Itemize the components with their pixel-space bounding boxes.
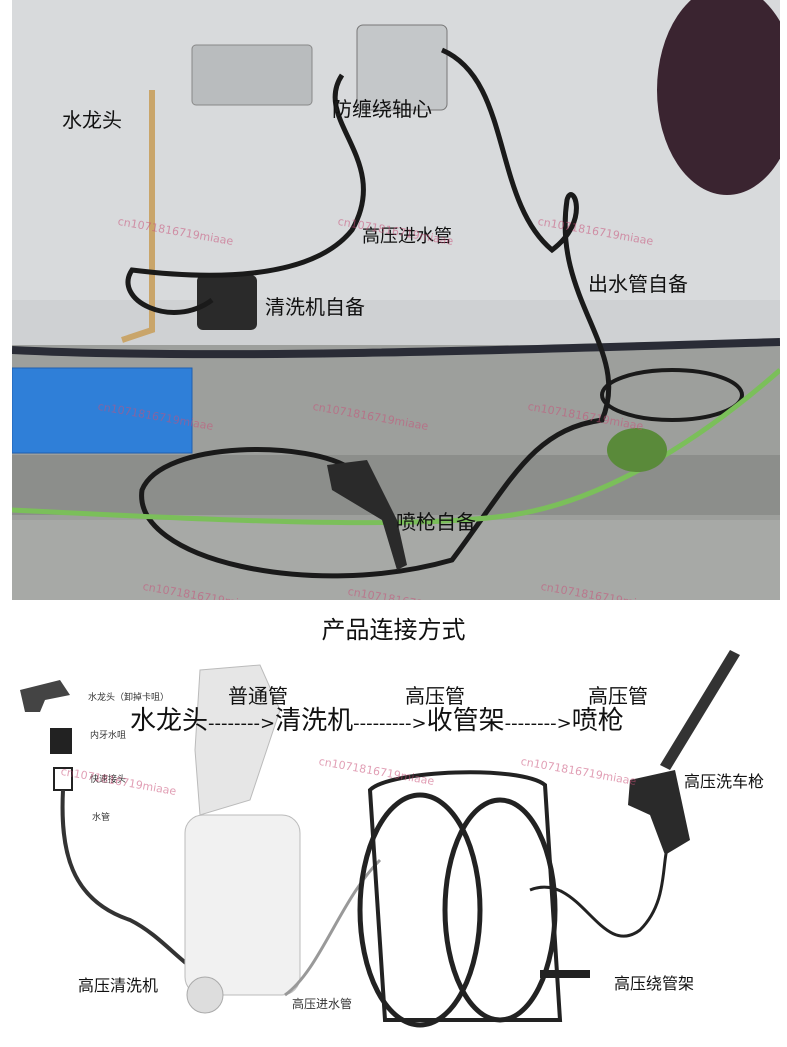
weed	[607, 428, 667, 472]
flow-arrow-2: --------->	[353, 713, 427, 734]
label-hp-inlet: 高压进水管	[362, 226, 452, 247]
flow-faucet: 水龙头	[130, 706, 209, 736]
flow-arrow-1: -------->	[208, 713, 276, 734]
diagram-title: 产品连接方式	[321, 616, 466, 644]
washer-wheel-drawing	[186, 976, 224, 1014]
diagram-illustration	[20, 650, 740, 1028]
faucet-pipe	[121, 90, 155, 343]
gun-body-drawing	[628, 770, 690, 855]
connection-diagram: 产品连接方式 普通管 高压管 高压管 水龙头-------->清洗机------…	[0, 600, 787, 1047]
flow-line: 水龙头-------->清洗机--------->收管架-------->喷枪	[130, 700, 624, 737]
green-hose	[12, 368, 780, 526]
label-anti-tangle: 防缠绕轴心	[332, 97, 432, 121]
photo-illustration	[12, 0, 780, 600]
label-faucet: 水龙头	[62, 108, 122, 132]
installation-photo: 水龙头 防缠绕轴心 高压进水管 清洗机自备 出水管自备 喷枪自备 cn10718…	[12, 0, 780, 600]
label-outlet-self: 出水管自备	[588, 272, 688, 296]
label-washer-self: 清洗机自备	[265, 295, 365, 319]
label-washer-name: 高压清洗机	[78, 976, 159, 995]
part-inner-tooth: 内牙水咀	[90, 731, 127, 741]
washer-unit	[197, 275, 257, 330]
inlet-hose	[125, 73, 366, 315]
washer-body-drawing	[184, 814, 301, 996]
reel-wheel-left	[357, 792, 483, 1028]
label-car-gun: 高压洗车枪	[684, 772, 765, 791]
flow-arrow-3: -------->	[504, 713, 572, 734]
reel-crank-drawing	[540, 970, 590, 978]
washer-handle-drawing	[194, 664, 281, 816]
faucet-drawing	[20, 680, 70, 712]
spray-gun	[327, 460, 407, 570]
reel-frame-drawing	[367, 770, 563, 1022]
pipe-label-hp2: 高压管	[588, 684, 648, 708]
gun-lance-drawing	[660, 650, 740, 770]
label-reel: 高压绕管架	[614, 974, 695, 993]
wall-base	[12, 300, 780, 350]
wall-reel	[356, 24, 448, 111]
flow-gun: 喷枪	[571, 706, 624, 736]
part-quick-joint: 快速接头	[90, 775, 127, 785]
reel-hose-drawing	[529, 839, 672, 938]
hose-coil	[600, 368, 744, 422]
wall-bracket	[191, 44, 313, 106]
pipe-label-normal: 普通管	[228, 684, 288, 708]
part-water-pipe: 水管	[92, 813, 111, 823]
blue-crate	[12, 367, 193, 454]
label-inlet-pipe: 高压进水管	[292, 997, 353, 1011]
part-faucet-note: 水龙头（卸掉卡咀）	[88, 693, 170, 703]
inner-tooth-drawing	[50, 728, 72, 754]
outlet-hose	[139, 47, 612, 579]
reel-wheel-right	[442, 797, 558, 1023]
ground-pipe	[12, 338, 780, 359]
flow-rack: 收管架	[426, 706, 505, 736]
bush	[657, 0, 780, 195]
pipe-label-hp1: 高压管	[405, 684, 465, 708]
inlet-pipe-drawing	[284, 858, 382, 997]
label-gun-self: 喷枪自备	[396, 510, 476, 534]
flow-washer: 清洗机	[275, 706, 354, 736]
